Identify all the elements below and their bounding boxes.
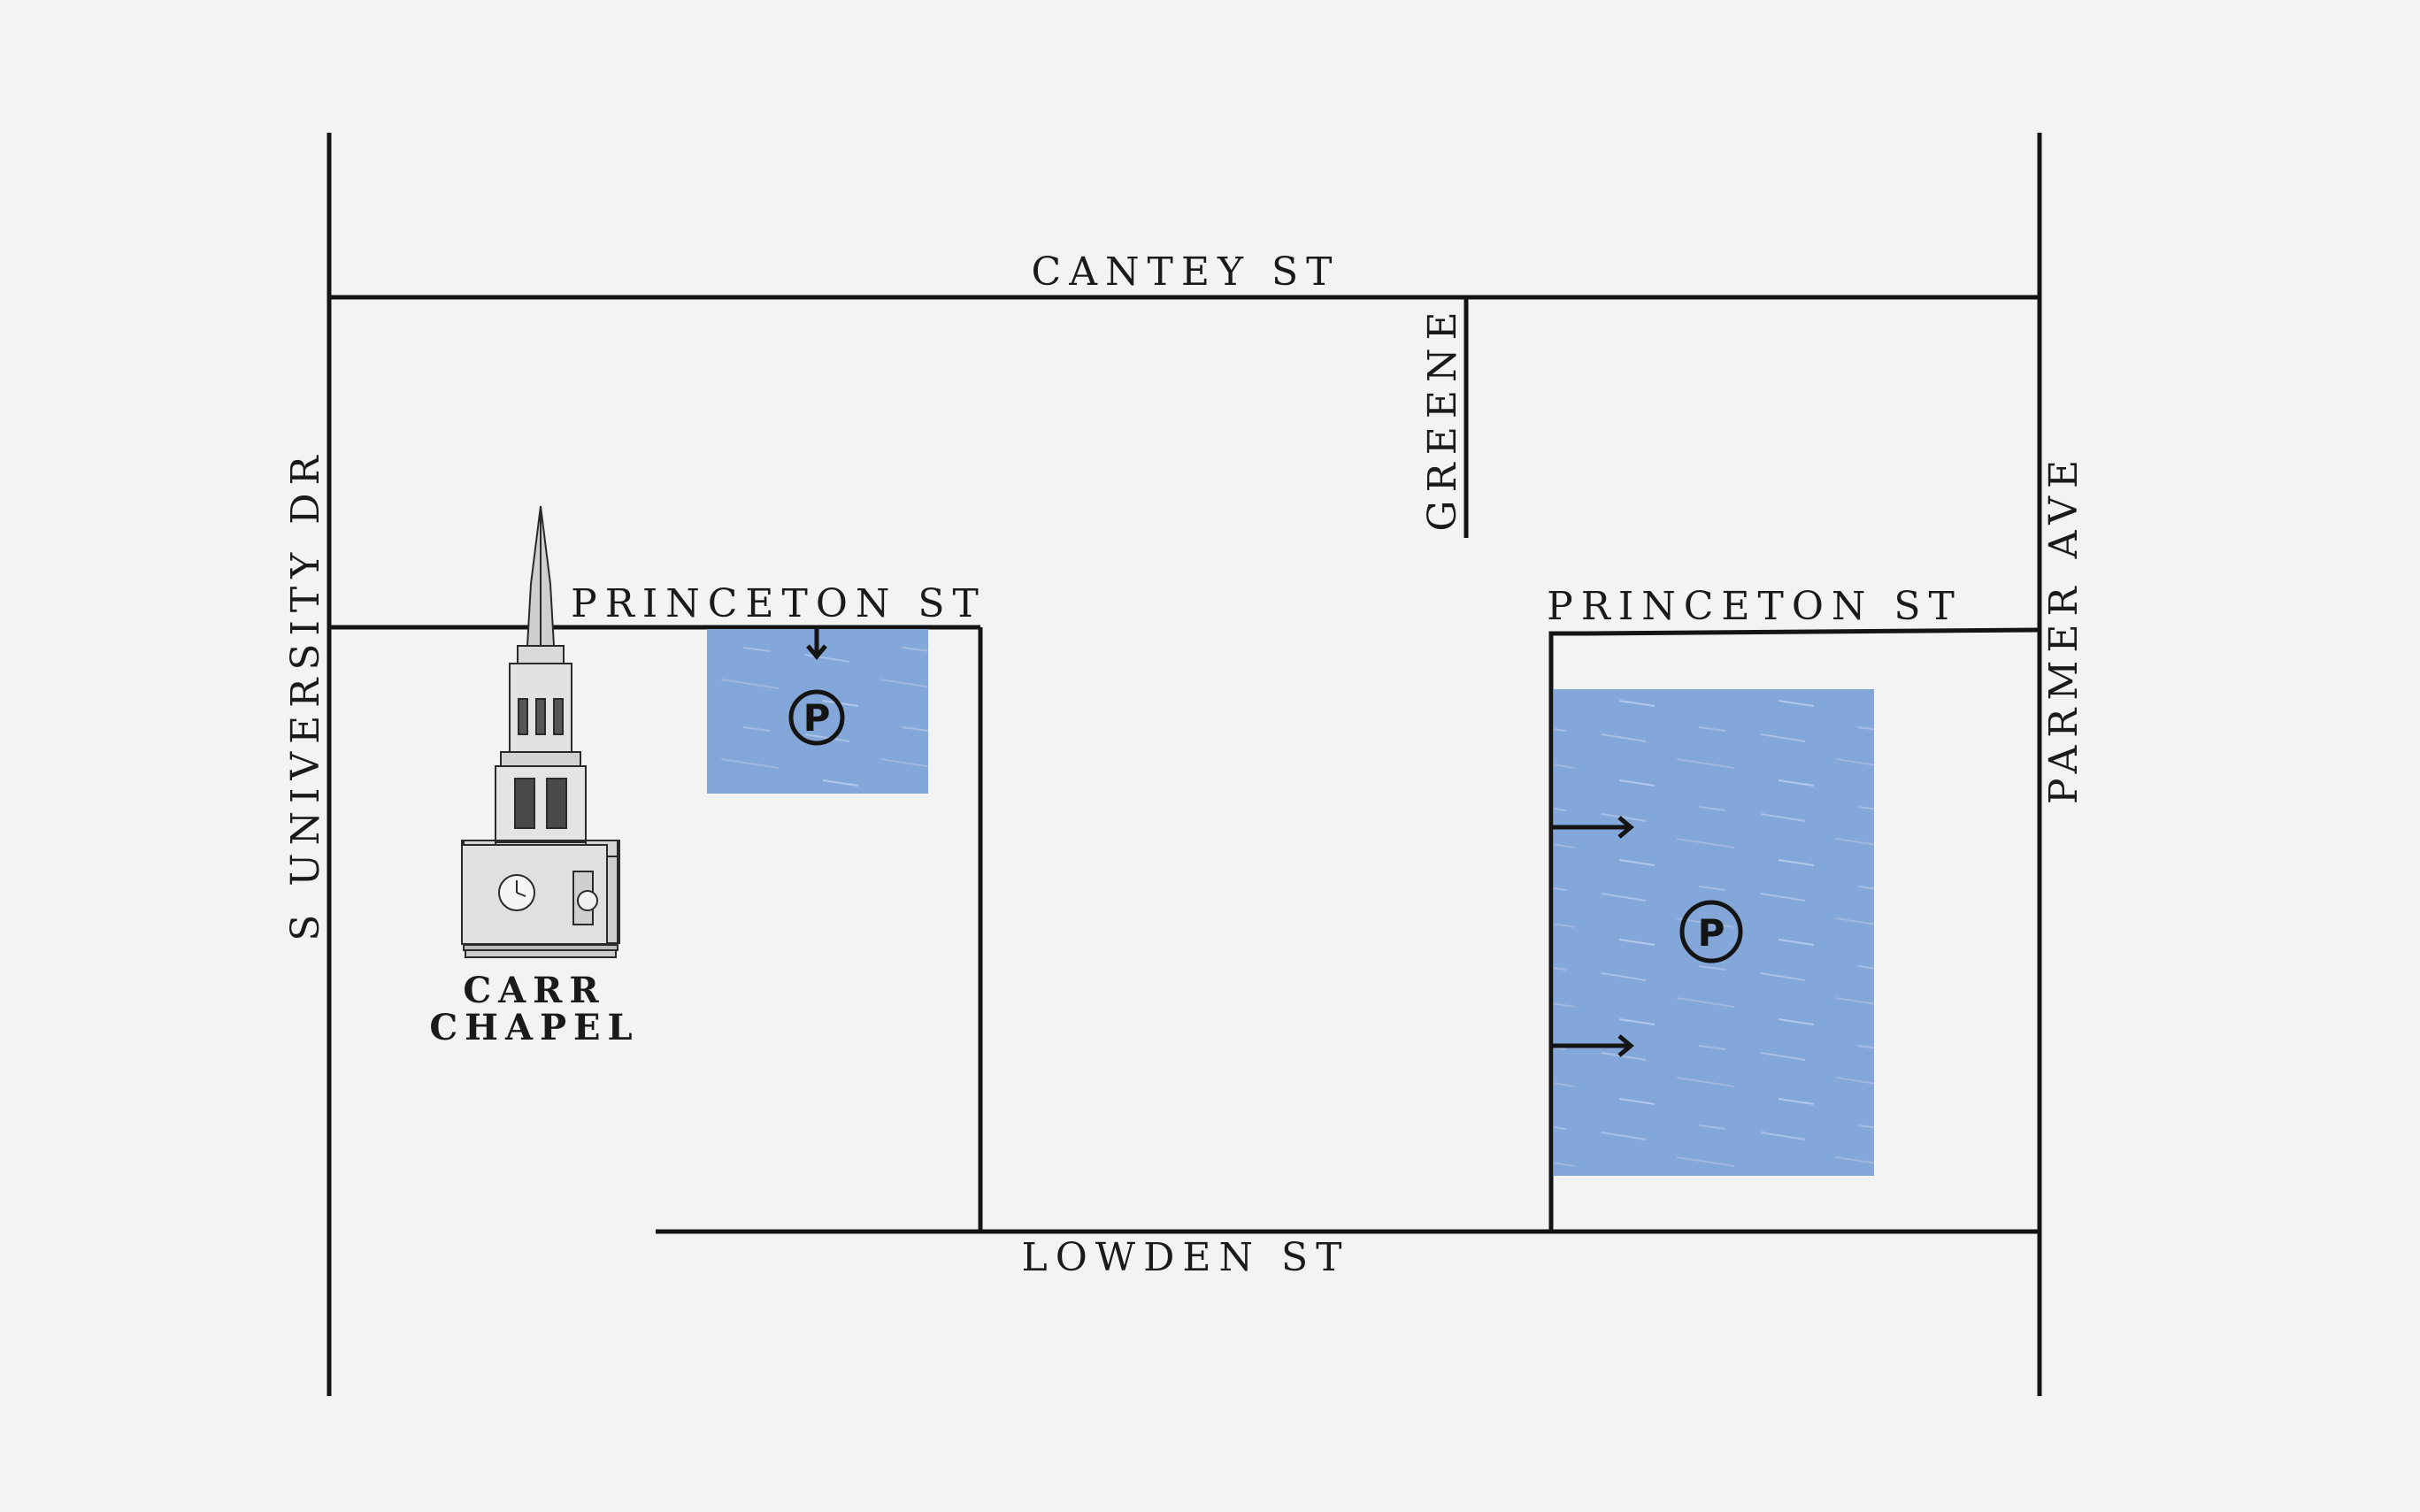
parking-symbol: P bbox=[1698, 911, 1725, 955]
landmark-line-2: CHAPEL bbox=[429, 1007, 639, 1048]
street-label-greene: GREENE bbox=[1420, 303, 1465, 531]
parking-symbol: P bbox=[803, 696, 831, 740]
street-label-lowden: LOWDEN ST bbox=[1022, 1235, 1350, 1280]
street-label-princeton-west: PRINCETON ST bbox=[571, 581, 987, 626]
landmark-label: CARR CHAPEL bbox=[429, 970, 639, 1048]
street-label-parmer-ave: PARMER AVE bbox=[2041, 452, 2086, 804]
road-princeton-st-east bbox=[1548, 627, 2040, 1233]
landmark-line-1: CARR bbox=[463, 970, 605, 1011]
parking-icon: P bbox=[1679, 900, 1743, 963]
entrance-arrow-right-icon bbox=[1553, 816, 1634, 839]
parking-lot-small: P bbox=[707, 629, 928, 794]
street-label-s-university-dr: S UNIVERSITY DR bbox=[283, 448, 328, 940]
street-label-cantey: CANTEY ST bbox=[1032, 249, 1341, 295]
roads bbox=[327, 133, 2042, 1396]
parking-icon: P bbox=[788, 689, 845, 746]
entrance-arrow-down-icon bbox=[806, 629, 827, 660]
entrance-arrow-right-icon bbox=[1553, 1034, 1634, 1057]
parking-lot-large: P bbox=[1553, 689, 1874, 1176]
street-label-princeton-east: PRINCETON ST bbox=[1547, 584, 1963, 629]
chapel-base bbox=[461, 844, 608, 945]
